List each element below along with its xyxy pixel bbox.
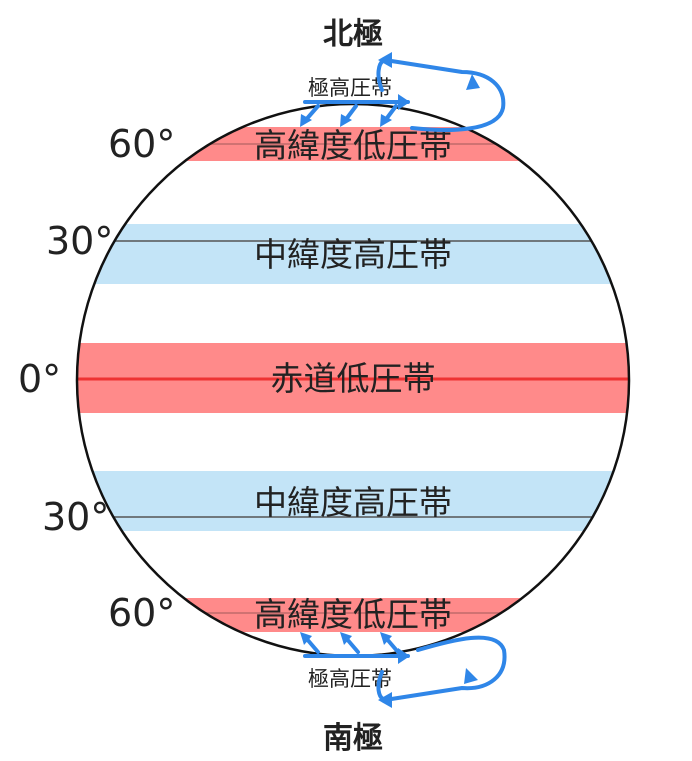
- label-north-30: 30°: [46, 219, 113, 263]
- label-north-subpolar-low: 高緯度低圧帯: [254, 126, 452, 165]
- north-circulation-arrows: [300, 52, 506, 132]
- south-outflow-head-1: [300, 632, 312, 645]
- label-south-subpolar-low: 高緯度低圧帯: [254, 595, 452, 634]
- south-pole-label: 南極: [323, 721, 383, 756]
- label-north-subtropical-high: 中緯度高圧帯: [254, 235, 452, 274]
- label-south-subtropical-high: 中緯度高圧帯: [254, 483, 452, 522]
- label-south-30: 30°: [42, 495, 109, 539]
- band-north-subtropical-high: [77, 224, 629, 284]
- north-outflow-head-3: [380, 114, 392, 127]
- label-equatorial-low: 赤道低圧帯: [271, 359, 436, 398]
- band-south-subtropical-high: [77, 471, 629, 531]
- south-arrowhead-bottom: [378, 692, 392, 708]
- north-outflow-head-1: [300, 114, 312, 127]
- label-north-60: 60°: [108, 122, 175, 166]
- north-arrowhead-flow-right: [398, 94, 410, 110]
- north-outflow-head-2: [340, 114, 352, 127]
- south-polar-cell-loop: [376, 635, 507, 702]
- north-arrowhead-right: [466, 74, 480, 90]
- label-south-60: 60°: [108, 591, 175, 635]
- label-equator-0: 0°: [18, 357, 61, 401]
- north-polar-cell-loop: [376, 58, 506, 132]
- south-circulation-arrows: [300, 632, 507, 708]
- north-pole-label: 北極: [323, 17, 383, 52]
- south-outflow-head-2: [340, 632, 352, 645]
- south-arrowhead-right: [464, 668, 478, 684]
- north-arrowhead-top: [378, 52, 392, 68]
- south-outflow-head-3: [380, 632, 392, 645]
- south-arrowhead-flow-right: [398, 648, 410, 664]
